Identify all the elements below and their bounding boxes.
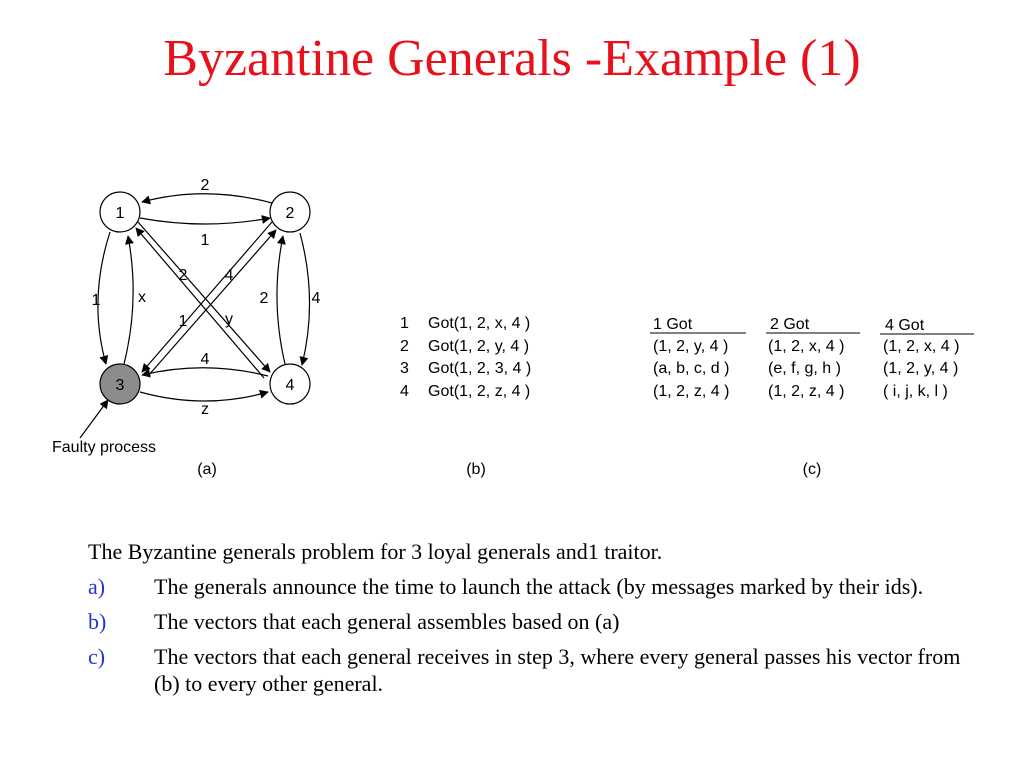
faulty-pointer-arrow <box>79 399 109 439</box>
edge-label: z <box>201 401 209 418</box>
item-text: The vectors that each general receives i… <box>154 644 961 696</box>
table-c-header: 2 Got <box>770 316 810 333</box>
node-3-circle <box>99 363 141 405</box>
edge-label: y <box>225 311 233 328</box>
edge-1-to-4-diag <box>137 221 271 373</box>
table-c-cell: ( i, j, k, l ) <box>883 383 948 400</box>
figure: 1 2 3 4 2 1 1 x 2 4 1 y 2 4 4 z Faulty p… <box>52 177 974 478</box>
node-1-circle <box>99 191 141 233</box>
graph-a <box>79 193 311 439</box>
edge-4-to-3-top <box>141 367 269 378</box>
table-b-row-got: Got(1, 2, z, 4 ) <box>428 383 530 400</box>
edge-labels-a: 2 1 1 x 2 4 1 y 2 4 4 z <box>92 177 321 418</box>
edge-1-to-3-outer <box>97 231 111 365</box>
edge-label: 4 <box>225 267 234 284</box>
edge-label: 1 <box>201 232 210 249</box>
node-3-label: 3 <box>116 377 125 394</box>
nodes-a: 1 2 3 4 <box>99 191 311 405</box>
edge-label: 4 <box>312 290 321 307</box>
description-item: c) The vectors that each general receive… <box>88 643 968 697</box>
item-text: The vectors that each general assembles … <box>154 609 620 634</box>
edge-1-to-2-bottom <box>139 215 271 225</box>
node-4-circle <box>269 363 311 405</box>
edge-label: 1 <box>179 313 188 330</box>
description-item: b) The vectors that each general assembl… <box>88 608 968 635</box>
edge-3-to-4-bottom <box>139 389 269 402</box>
caption-b: (b) <box>466 461 486 478</box>
table-c-cell: (1, 2, x, 4 ) <box>883 338 959 355</box>
edge-2-to-4-outer <box>299 232 311 366</box>
item-text: The generals announce the time to launch… <box>154 574 924 599</box>
table-c-cell: (1, 2, z, 4 ) <box>768 383 844 400</box>
table-c-cell: (1, 2, y, 4 ) <box>653 338 728 355</box>
edge-4-to-2-inner <box>276 235 286 365</box>
node-4-label: 4 <box>286 377 295 394</box>
edge-label: 1 <box>92 292 101 309</box>
caption-a: (a) <box>197 461 217 478</box>
node-1-label: 1 <box>116 205 125 222</box>
edge-label: 4 <box>201 351 210 368</box>
description-item: a) The generals announce the time to lau… <box>88 573 968 600</box>
table-b-row-id: 4 <box>400 383 409 400</box>
node-2-circle <box>269 191 311 233</box>
edge-3-to-1-inner <box>123 235 134 365</box>
table-c-cell: (1, 2, z, 4 ) <box>653 383 729 400</box>
edge-label: 2 <box>260 290 269 307</box>
description-intro: The Byzantine generals problem for 3 loy… <box>88 539 663 564</box>
table-c-cell: (a, b, c, d ) <box>653 360 729 377</box>
slide-title: Byzantine Generals -Example (1) <box>163 30 861 87</box>
table-c-header: 4 Got <box>885 317 925 334</box>
edge-2-to-3-diag <box>141 221 273 373</box>
table-c-cell: (1, 2, y, 4 ) <box>883 360 958 377</box>
description: The Byzantine generals problem for 3 loy… <box>88 538 968 705</box>
table-c-header: 1 Got <box>653 316 693 333</box>
table-c-cell: (1, 2, x, 4 ) <box>768 338 844 355</box>
description-list: a) The generals announce the time to lau… <box>88 573 968 697</box>
table-c-cell: (e, f, g, h ) <box>768 360 841 377</box>
table-b-row-got: Got(1, 2, y, 4 ) <box>428 338 529 355</box>
table-b-row-id: 1 <box>400 315 409 332</box>
faulty-process-label: Faulty process <box>52 439 156 456</box>
edge-label: 2 <box>201 177 210 194</box>
item-marker: a) <box>88 574 106 599</box>
table-c: 1 Got (1, 2, y, 4 ) (a, b, c, d ) (1, 2,… <box>650 316 974 400</box>
item-marker: c) <box>88 644 106 669</box>
item-marker: b) <box>88 609 107 634</box>
edge-label: x <box>138 289 146 306</box>
node-2-label: 2 <box>286 205 295 222</box>
table-b-row-got: Got(1, 2, x, 4 ) <box>428 315 530 332</box>
edge-2-to-1-top <box>141 193 273 205</box>
table-b-row-id: 3 <box>400 360 409 377</box>
table-b: 1 Got(1, 2, x, 4 ) 2 Got(1, 2, y, 4 ) 3 … <box>400 315 531 400</box>
edge-label: 2 <box>179 267 188 284</box>
edge-3-to-2-diag <box>147 229 277 377</box>
table-b-row-id: 2 <box>400 338 409 355</box>
table-b-row-got: Got(1, 2, 3, 4 ) <box>428 360 531 377</box>
edge-4-to-1-diag <box>135 227 265 379</box>
caption-c: (c) <box>803 461 822 478</box>
